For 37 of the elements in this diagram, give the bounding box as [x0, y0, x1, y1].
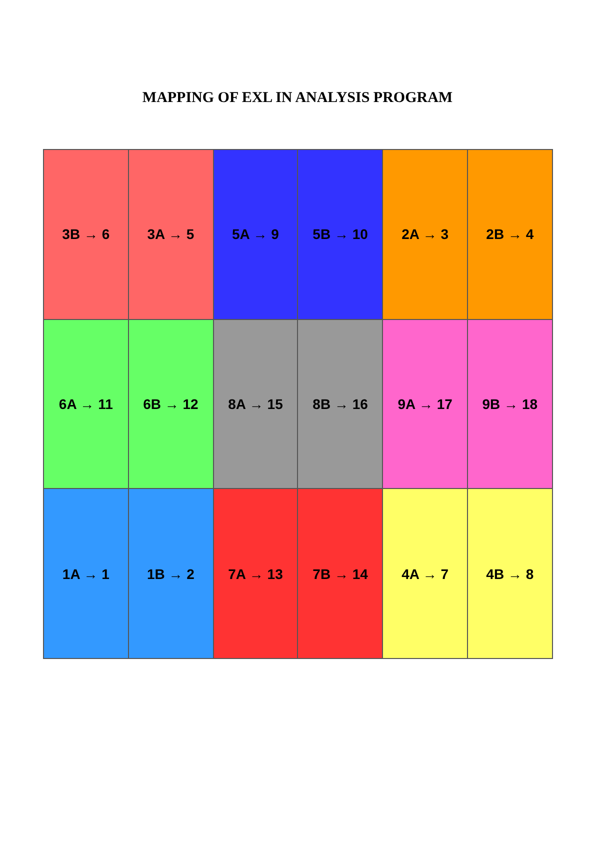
- mapping-cell: [467, 488, 553, 660]
- mapping-label: 3B → 6: [62, 226, 110, 242]
- mapping-label: 1B → 2: [146, 566, 194, 582]
- mapping-cell: [467, 318, 553, 490]
- mapping-cell: [382, 318, 468, 490]
- mapping-cell: [43, 488, 129, 660]
- mapping-label: 5B → 10: [312, 226, 368, 242]
- mapping-cell: [297, 149, 384, 320]
- mapping-label: 6A → 11: [58, 396, 113, 412]
- mapping-cell: [297, 318, 384, 490]
- mapping-cell: [128, 149, 214, 320]
- mapping-cell: [467, 149, 553, 320]
- mapping-cell: [43, 318, 129, 490]
- mapping-label: 9B → 18: [482, 396, 538, 412]
- mapping-cell: [297, 488, 384, 660]
- mapping-label: 3A → 5: [147, 226, 194, 242]
- diagram-title: MAPPING OF EXL IN ANALYSIS PROGRAM: [141, 90, 454, 107]
- mapping-cell: [128, 318, 214, 490]
- mapping-label: 4B → 8: [486, 566, 534, 582]
- mapping-label: 1A → 1: [62, 566, 110, 582]
- mapping-label: 9A → 17: [398, 396, 452, 412]
- mapping-label: 7B → 14: [312, 566, 368, 582]
- mapping-label: 5A → 9: [232, 226, 279, 242]
- mapping-label: 7A → 13: [228, 566, 283, 582]
- mapping-cell: [43, 149, 129, 320]
- mapping-cell: [212, 149, 298, 320]
- mapping-label: 8B → 16: [312, 396, 368, 412]
- mapping-label: 2B → 4: [486, 226, 534, 242]
- mapping-label: 6B → 12: [143, 396, 198, 412]
- mapping-label: 2A → 3: [402, 226, 449, 242]
- mapping-cell: [212, 318, 298, 490]
- mapping-cell: [382, 149, 468, 320]
- mapping-cell: [382, 488, 468, 660]
- mapping-label: 8A → 15: [228, 396, 283, 412]
- mapping-cell: [128, 488, 214, 660]
- mapping-label: 4A → 7: [402, 566, 449, 582]
- mapping-cell: [212, 488, 298, 660]
